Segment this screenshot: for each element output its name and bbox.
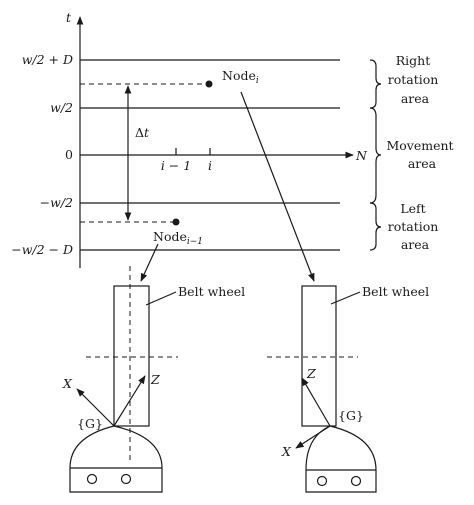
left-robot-body xyxy=(69,425,163,493)
brace-left-rotation xyxy=(369,202,382,251)
delta-t-label: Δt xyxy=(135,125,150,140)
left-x-axis-arrow xyxy=(76,388,115,427)
node-i-point xyxy=(205,80,213,88)
tick-w-half: w/2 xyxy=(50,100,73,115)
region-movement-label: Movement area xyxy=(386,138,457,171)
right-z-axis-arrow xyxy=(301,377,331,427)
node-i-minus-1-label: Nodei−1 xyxy=(153,229,203,247)
right-x-axis-label: X xyxy=(281,444,292,459)
t-axis-label: t xyxy=(66,10,72,25)
tick-neg-w-half: −w/2 xyxy=(40,195,73,210)
left-x-axis-label: X xyxy=(62,376,73,391)
right-wheel-label: Belt wheel xyxy=(362,284,429,299)
left-wheel-rect xyxy=(113,285,150,427)
left-wheel-label: Belt wheel xyxy=(178,284,245,299)
right-robot-body xyxy=(305,425,377,493)
right-wheel-label-leader xyxy=(330,291,361,305)
node-i-minus-1-point xyxy=(172,218,180,226)
n-axis-label: N xyxy=(355,148,368,163)
left-wheel-label-leader xyxy=(145,291,177,306)
right-wheel-rect xyxy=(301,285,337,427)
left-z-axis-label: Z xyxy=(150,372,160,387)
tick-neg-w-half-minus-d: −w/2 − D xyxy=(11,242,73,257)
left-z-axis-arrow xyxy=(113,375,146,427)
arrow-node-i-to-right-wheel xyxy=(240,91,315,282)
node-i-label: Nodei xyxy=(222,68,259,86)
x-tick-label-i: i xyxy=(208,158,212,173)
right-robot-wheel-1 xyxy=(316,475,328,487)
left-frame-label: {G} xyxy=(77,416,103,431)
brace-movement xyxy=(369,107,382,204)
right-belt-wheel: Belt wheel Z X {G} xyxy=(267,284,429,493)
left-belt-wheel: Belt wheel X Z {G} xyxy=(62,266,245,493)
region-left-rotation-label: Left rotation area xyxy=(388,201,443,252)
x-tick-label-i-minus-1: i − 1 xyxy=(161,158,191,173)
arrow-node-i-minus-1-to-left-wheel xyxy=(140,243,159,282)
right-frame-label: {G} xyxy=(338,408,364,423)
brace-right-rotation xyxy=(369,59,382,109)
region-right-rotation-label: Right rotation area xyxy=(388,53,443,106)
tick-zero: 0 xyxy=(65,147,73,162)
left-robot-wheel-1 xyxy=(86,473,98,485)
left-robot-wheel-2 xyxy=(120,473,132,485)
right-robot-wheel-2 xyxy=(350,475,362,487)
tick-w-half-plus-d: w/2 + D xyxy=(22,52,73,67)
right-z-axis-label: Z xyxy=(306,366,316,381)
